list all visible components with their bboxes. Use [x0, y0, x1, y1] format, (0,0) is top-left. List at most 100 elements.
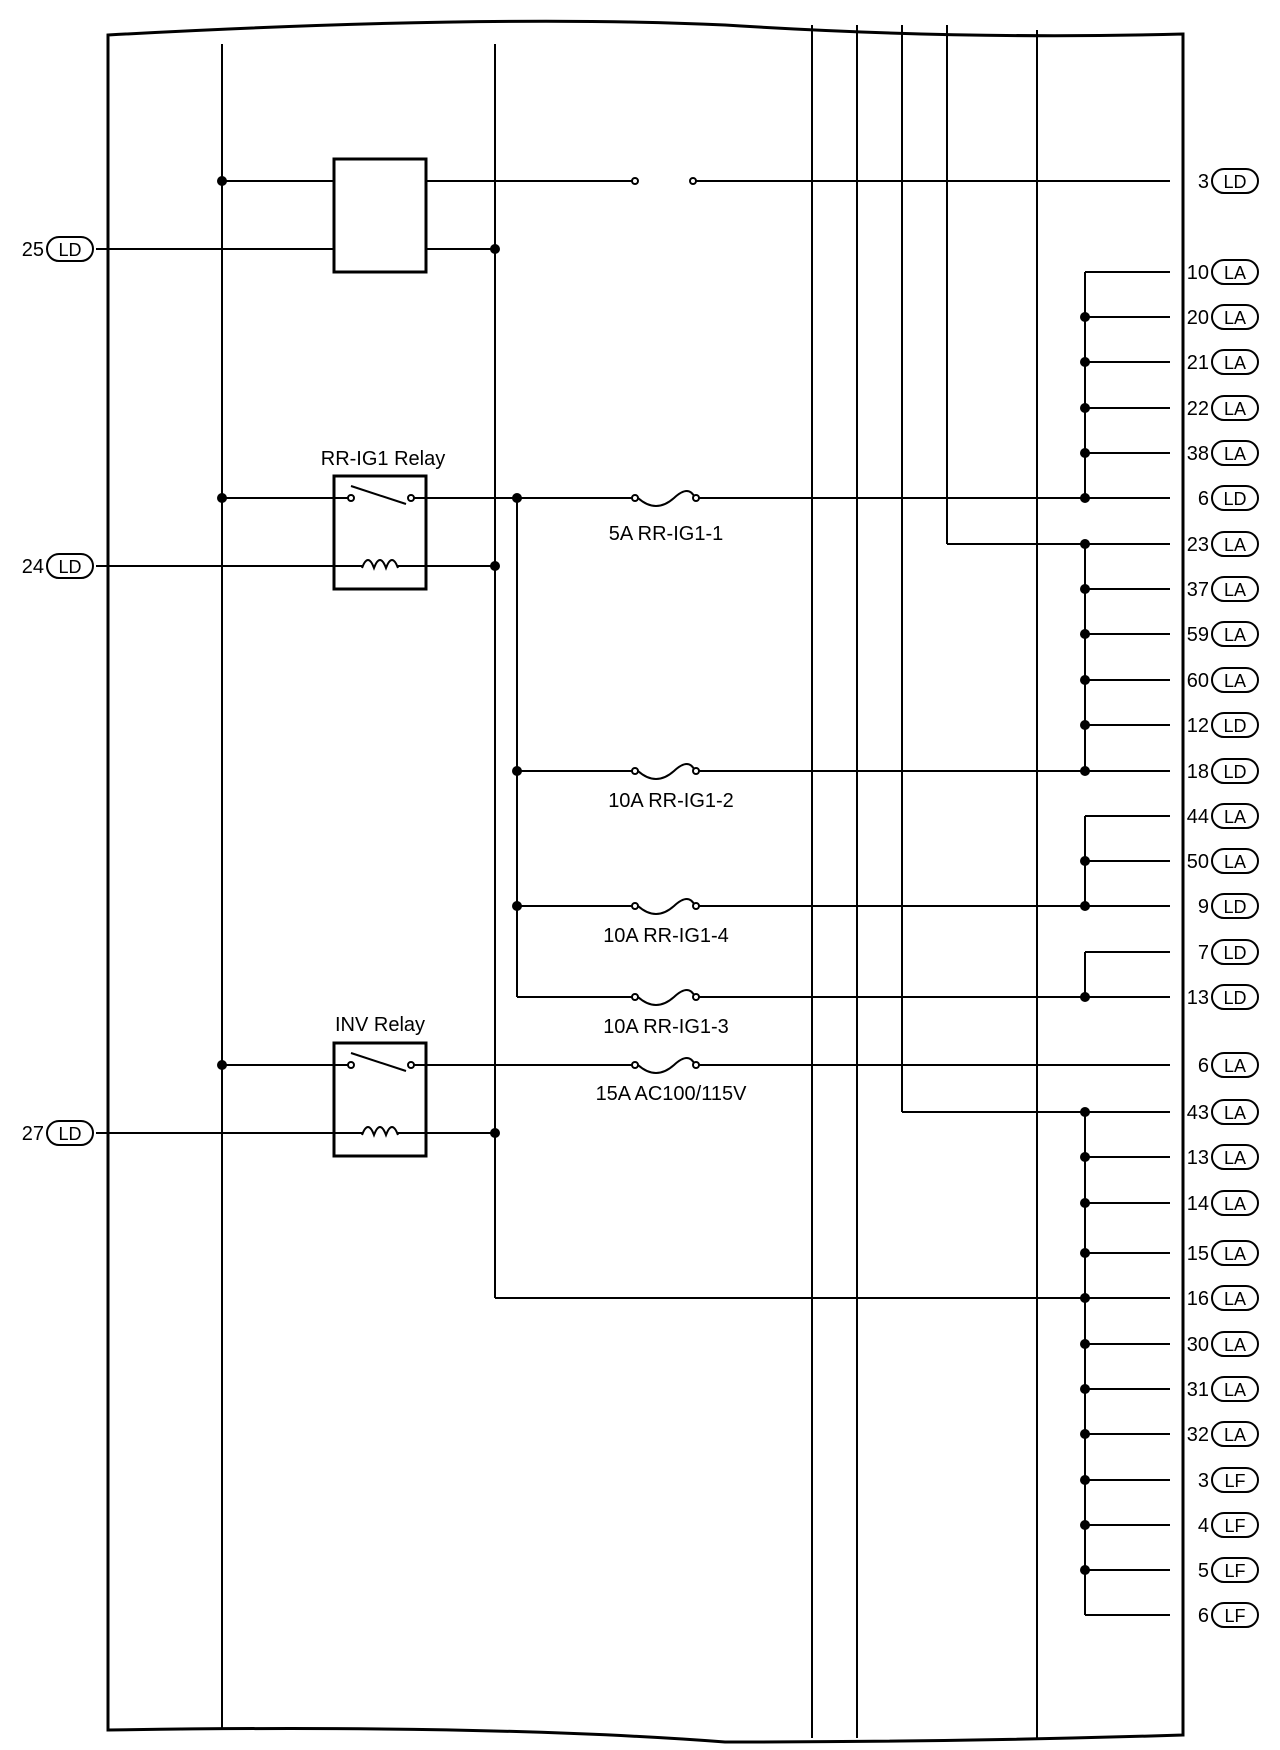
connector-pill: [1211, 1557, 1259, 1583]
connector-pill: [1211, 712, 1259, 738]
connector-pin-number: 32: [1187, 1424, 1209, 1446]
connector-pill: [1211, 758, 1259, 784]
connector-code: LA: [1224, 852, 1246, 872]
connector-pill: [1211, 1190, 1259, 1216]
connector-code: LA: [1224, 625, 1246, 645]
connector-pill: [1211, 440, 1259, 466]
connector-code: LA: [1224, 1335, 1246, 1355]
right-connector-15-la: 15 LA: [1187, 1240, 1259, 1266]
rr-ig1-relay: RR-IG1 Relay: [96, 448, 500, 591]
rr-ig1-distribution: [426, 493, 632, 998]
connector-pin-number: 5: [1198, 1560, 1209, 1582]
connector-pill: [1211, 576, 1259, 602]
connector-pin-number: 16: [1187, 1288, 1209, 1310]
connector-pill: [1211, 939, 1259, 965]
inv-relay-label: INV Relay: [335, 1014, 425, 1036]
connector-code: LD: [1223, 172, 1246, 192]
right-connector-5-lf: 5 LF: [1198, 1557, 1259, 1583]
right-connector-44-la: 44 LA: [1187, 803, 1259, 829]
connector-pin-number: 25: [22, 239, 44, 261]
connector-pin-number: 31: [1187, 1379, 1209, 1401]
connector-pin-number: 44: [1187, 806, 1209, 828]
connector-code: LA: [1224, 1103, 1246, 1123]
fuse-rr-ig1-1-label: 5A RR-IG1-1: [609, 523, 723, 545]
connector-pin-number: 24: [22, 556, 44, 578]
fuse-rr-ig1-2: 10A RR-IG1-2: [608, 763, 1170, 812]
connector-pin-number: 6: [1198, 1605, 1209, 1627]
left-connector-25: 25 LD: [22, 236, 94, 262]
connector-code: LD: [1223, 897, 1246, 917]
connector-pill: [1211, 349, 1259, 375]
connector-code: LA: [1224, 1244, 1246, 1264]
connector-code: LF: [1224, 1561, 1245, 1581]
connector-code: LF: [1224, 1516, 1245, 1536]
connector-pill: [1211, 1285, 1259, 1311]
connector-pill: [1211, 1144, 1259, 1170]
connector-code: LD: [58, 1124, 81, 1144]
connector-code: LA: [1224, 807, 1246, 827]
connector-pin-number: 50: [1187, 851, 1209, 873]
connector-pin-number: 6: [1198, 1055, 1209, 1077]
connector-pin-number: 7: [1198, 942, 1209, 964]
connector-code: LA: [1224, 1194, 1246, 1214]
connector-pill: [1211, 259, 1259, 285]
connector-pin-number: 9: [1198, 896, 1209, 918]
connector-code: LA: [1224, 671, 1246, 691]
fuse-ac100-label: 15A AC100/115V: [596, 1083, 748, 1105]
right-connector-43-la: 43 LA: [1187, 1099, 1259, 1125]
connector-pill: [1211, 531, 1259, 557]
connector-pin-number: 27: [22, 1123, 44, 1145]
connector-pill: [1211, 395, 1259, 421]
inv-relay: INV Relay: [96, 1014, 500, 1158]
connector-code: LA: [1224, 308, 1246, 328]
connector-pill: [1211, 485, 1259, 511]
connector-code: LA: [1224, 353, 1246, 373]
connector-pin-number: 3: [1198, 1470, 1209, 1492]
connector-pill: [1211, 984, 1259, 1010]
fuse-rr-ig1-1: 5A RR-IG1-1: [609, 490, 1170, 545]
fuse-rr-ig1-3-label: 10A RR-IG1-3: [603, 1016, 729, 1038]
connector-pin-number: 59: [1187, 624, 1209, 646]
vertical-bus-lines: [221, 25, 1038, 1738]
connector-pin-number: 38: [1187, 443, 1209, 465]
connector-pin-number: 23: [1187, 534, 1209, 556]
left-connector-24: 24 LD: [22, 553, 94, 579]
connector-pill: [1211, 1099, 1259, 1125]
connector-code: LD: [1223, 943, 1246, 963]
connector-pill: [1211, 1512, 1259, 1538]
connector-code: LA: [1224, 1289, 1246, 1309]
connector-pin-number: 43: [1187, 1102, 1209, 1124]
connector-pill: [1211, 893, 1259, 919]
left-connector-27: 27 LD: [22, 1120, 94, 1146]
rr-ig1-relay-label: RR-IG1 Relay: [321, 448, 445, 470]
connector-pill: [1211, 1602, 1259, 1628]
connector-code: LD: [58, 240, 81, 260]
connector-pill: [1211, 1240, 1259, 1266]
fuse-rr-ig1-2-label: 10A RR-IG1-2: [608, 790, 734, 812]
connector-code: LA: [1224, 535, 1246, 555]
right-connector-16-la: 16 LA: [1187, 1285, 1259, 1311]
connector-code: LA: [1224, 1056, 1246, 1076]
connector-pin-number: 15: [1187, 1243, 1209, 1265]
connector-code: LA: [1224, 444, 1246, 464]
right-connector-59-la: 59 LA: [1187, 621, 1259, 647]
right-connector-23-la: 23 LA: [1187, 531, 1259, 557]
connector-pill: [1211, 803, 1259, 829]
